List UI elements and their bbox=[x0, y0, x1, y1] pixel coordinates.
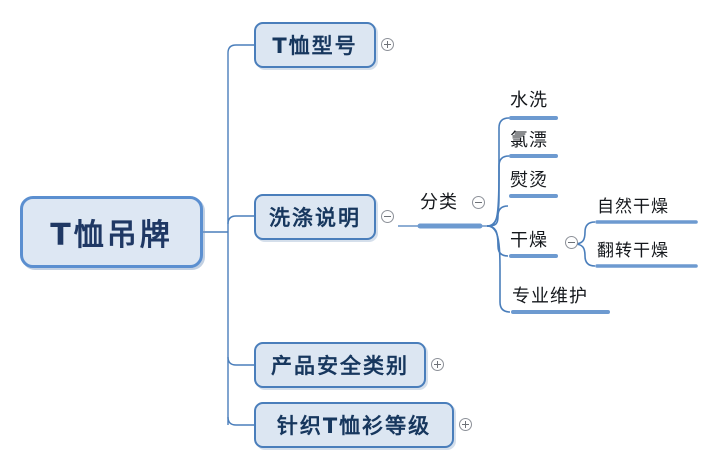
expand-toggle-product-safety-category[interactable] bbox=[431, 358, 444, 371]
node-drying-label: 干燥 bbox=[510, 230, 548, 251]
root-node-label: T恤吊牌 bbox=[50, 218, 173, 253]
node-wash-instructions[interactable]: 洗涤说明 bbox=[254, 194, 376, 240]
node-water-wash[interactable]: 水洗 bbox=[510, 86, 548, 112]
node-professional-care[interactable]: 专业维护 bbox=[512, 282, 588, 308]
root-node[interactable]: T恤吊牌 bbox=[20, 196, 203, 268]
node-knitted-tshirt-grade[interactable]: 针织T恤衫等级 bbox=[254, 402, 454, 448]
node-water-wash-label: 水洗 bbox=[510, 90, 548, 111]
node-wash-instructions-label: 洗涤说明 bbox=[269, 206, 361, 230]
node-chlorine-bleach-label: 氯漂 bbox=[510, 130, 548, 151]
node-tshirt-model-label: T恤型号 bbox=[272, 34, 358, 58]
node-tshirt-model[interactable]: T恤型号 bbox=[254, 22, 376, 68]
node-knitted-tshirt-grade-label: 针织T恤衫等级 bbox=[276, 414, 432, 438]
expand-toggle-tshirt-model[interactable] bbox=[381, 38, 394, 51]
node-ironing[interactable]: 熨烫 bbox=[510, 166, 548, 192]
node-tumble-drying[interactable]: 翻转干燥 bbox=[597, 236, 669, 261]
node-product-safety-category[interactable]: 产品安全类别 bbox=[254, 342, 426, 388]
expand-toggle-knitted-tshirt-grade[interactable] bbox=[459, 418, 472, 431]
collapse-toggle-wash-instructions[interactable] bbox=[381, 210, 394, 223]
node-product-safety-category-label: 产品安全类别 bbox=[271, 354, 409, 378]
collapse-toggle-drying[interactable] bbox=[565, 236, 578, 249]
node-drying[interactable]: 干燥 bbox=[510, 226, 548, 252]
node-classification-label: 分类 bbox=[420, 192, 458, 213]
collapse-toggle-classification[interactable] bbox=[472, 196, 485, 209]
node-professional-care-label: 专业维护 bbox=[512, 286, 588, 307]
node-natural-drying-label: 自然干燥 bbox=[597, 197, 669, 217]
node-chlorine-bleach[interactable]: 氯漂 bbox=[510, 126, 548, 152]
node-natural-drying[interactable]: 自然干燥 bbox=[597, 192, 669, 217]
node-ironing-label: 熨烫 bbox=[510, 170, 548, 191]
node-tumble-drying-label: 翻转干燥 bbox=[597, 241, 669, 261]
node-classification[interactable]: 分类 bbox=[420, 188, 458, 214]
